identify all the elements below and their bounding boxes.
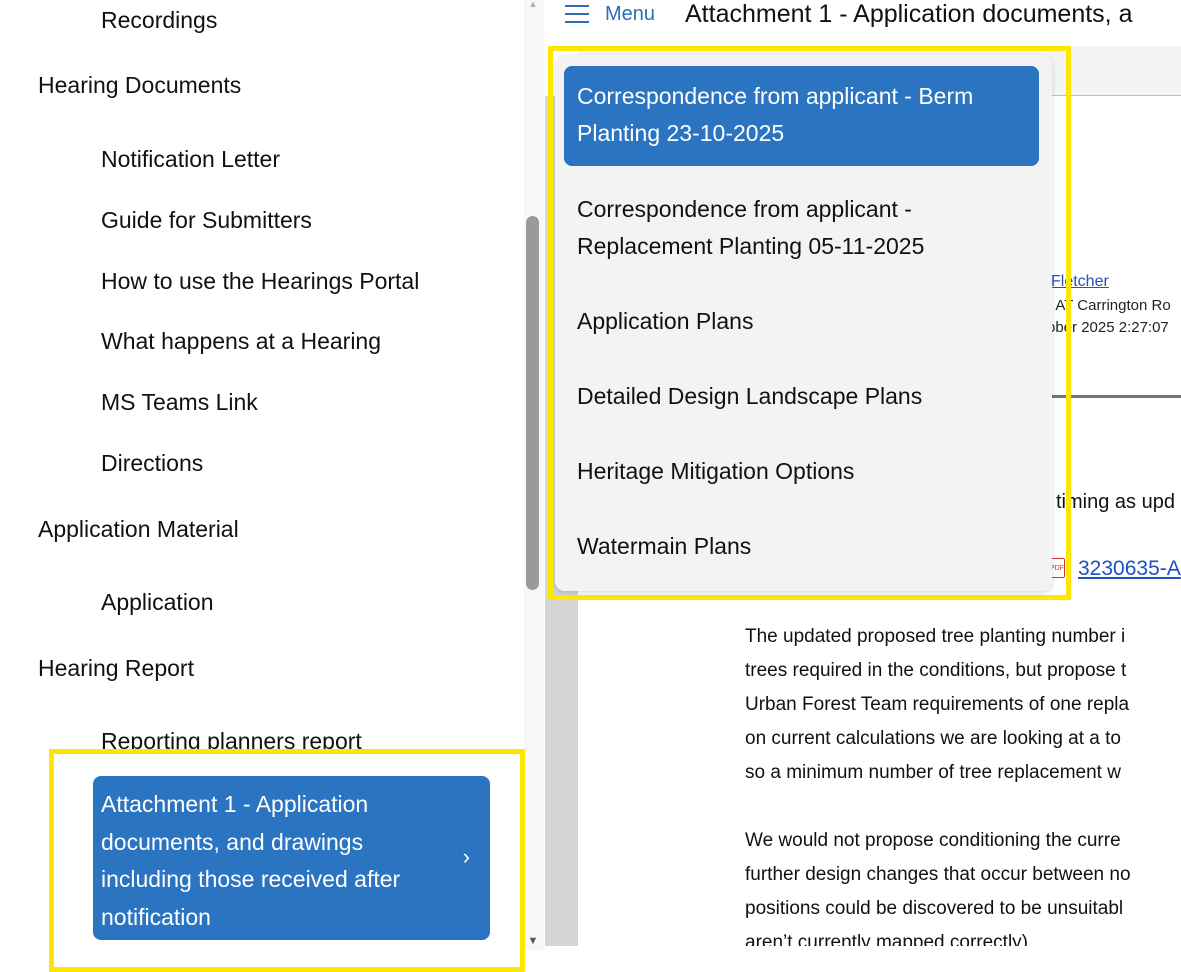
nav-item-ms-teams-link[interactable]: MS Teams Link [101, 389, 258, 415]
paragraph-2-line-3: positions could be discovered to be unsu… [745, 898, 1124, 919]
scroll-up-arrow-icon[interactable]: ▲ [528, 0, 538, 9]
paragraph-2-line-1: We would not propose conditioning the cu… [745, 830, 1121, 851]
menu-item-berm-planting[interactable]: Correspondence from applicant - Berm Pla… [564, 66, 1039, 166]
highlight-box-active-item [49, 749, 525, 972]
nav-item-recordings[interactable]: Recordings [101, 7, 218, 33]
email-body-text: timing as upd [1056, 491, 1175, 513]
nav-item-guide-for-submitters[interactable]: Guide for Submitters [101, 207, 312, 233]
menu-item-detailed-design-landscape-plans[interactable]: Detailed Design Landscape Plans [577, 383, 923, 409]
menu-item-replacement-planting[interactable]: Correspondence from applicant - Replacem… [577, 196, 925, 259]
menu-item-application-plans[interactable]: Application Plans [577, 308, 754, 334]
menu-item-heritage-mitigation-options[interactable]: Heritage Mitigation Options [577, 458, 855, 484]
nav-item-what-happens-at-hearing[interactable]: What happens at a Hearing [101, 328, 382, 354]
email-sender-link[interactable]: Fletcher [1051, 273, 1109, 290]
scrollbar-thumb[interactable] [526, 216, 539, 590]
paragraph-1-line-3: Urban Forest Team requirements of one re… [745, 694, 1130, 715]
viewer-header: Menu Attachment 1 - Application document… [545, 0, 1181, 46]
menu-item-watermain-plans[interactable]: Watermain Plans [577, 533, 752, 559]
paragraph-1-line-4: on current calculations we are looking a… [745, 728, 1121, 749]
paragraph-2-line-4: aren’t currently mapped correctly) [745, 932, 1028, 946]
nav-item-attachment-1-label: Attachment 1 - Application documents, an… [101, 791, 401, 930]
email-to-line: - AT Carrington Ro [1047, 297, 1171, 314]
paragraph-2-line-2: further design changes that occur betwee… [745, 864, 1131, 885]
document-dropdown-menu: Correspondence from applicant - Berm Pla… [555, 55, 1052, 591]
nav-section-hearing-documents[interactable]: Hearing Documents [38, 72, 242, 98]
email-date-line: ober 2025 2:27:07 [1047, 319, 1169, 336]
divider [1051, 395, 1181, 398]
nav-section-hearing-report[interactable]: Hearing Report [38, 655, 194, 681]
document-title: Attachment 1 - Application documents, a [685, 0, 1133, 28]
menu-button[interactable]: Menu [605, 3, 656, 25]
nav-section-application-material[interactable]: Application Material [38, 516, 239, 542]
nav-item-directions[interactable]: Directions [101, 450, 204, 476]
menu-item-label: Correspondence from applicant - Berm Pla… [577, 83, 974, 146]
chevron-right-icon: › [462, 844, 470, 869]
attachment-link[interactable]: 3230635-A [1078, 557, 1181, 580]
paragraph-1-line-2: trees required in the conditions, but pr… [745, 660, 1127, 681]
scroll-down-arrow-icon[interactable]: ▼ [527, 935, 539, 947]
nav-item-attachment-1-active[interactable]: Attachment 1 - Application documents, an… [93, 776, 490, 940]
nav-item-application[interactable]: Application [101, 589, 214, 615]
paragraph-1-line-5: so a minimum number of tree replacement … [745, 762, 1121, 783]
nav-item-notification-letter[interactable]: Notification Letter [101, 146, 280, 172]
highlight-box-dropdown [548, 46, 1071, 600]
left-nav-panel: Recordings Hearing Documents Notificatio… [0, 0, 545, 972]
nav-item-how-to-use-portal[interactable]: How to use the Hearings Portal [101, 268, 420, 294]
hamburger-menu-icon[interactable] [565, 5, 589, 25]
paragraph-1-line-1: The updated proposed tree planting numbe… [745, 626, 1126, 647]
